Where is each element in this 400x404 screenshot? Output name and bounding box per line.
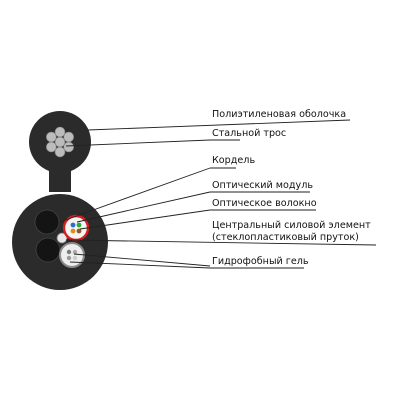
leader-lines [59,119,377,269]
central-member [56,232,68,244]
label-steel-cable: Стальной трос [212,128,287,139]
leader-module [76,191,211,223]
leader-gel-2 [69,261,211,269]
label-sheath: Полиэтиленовая оболочка [212,109,347,120]
label-central-member-detail: (стеклопластиковый пруток) [212,232,359,243]
steel-cable [45,126,74,158]
label-cord: Кордель [212,155,256,166]
cord [34,209,61,263]
leader-gel-1 [73,253,211,267]
leader-sheath [87,119,351,131]
label-optical-module: Оптический модуль [212,180,314,191]
label-gel: Гидрофобный гель [212,256,309,267]
label-optical-fiber: Оптическое волокно [212,198,317,209]
leader-cord [59,167,211,223]
leader-central [65,239,377,246]
label-central-member: Центральный силовой элемент [212,220,371,231]
leader-fiber [79,209,211,230]
